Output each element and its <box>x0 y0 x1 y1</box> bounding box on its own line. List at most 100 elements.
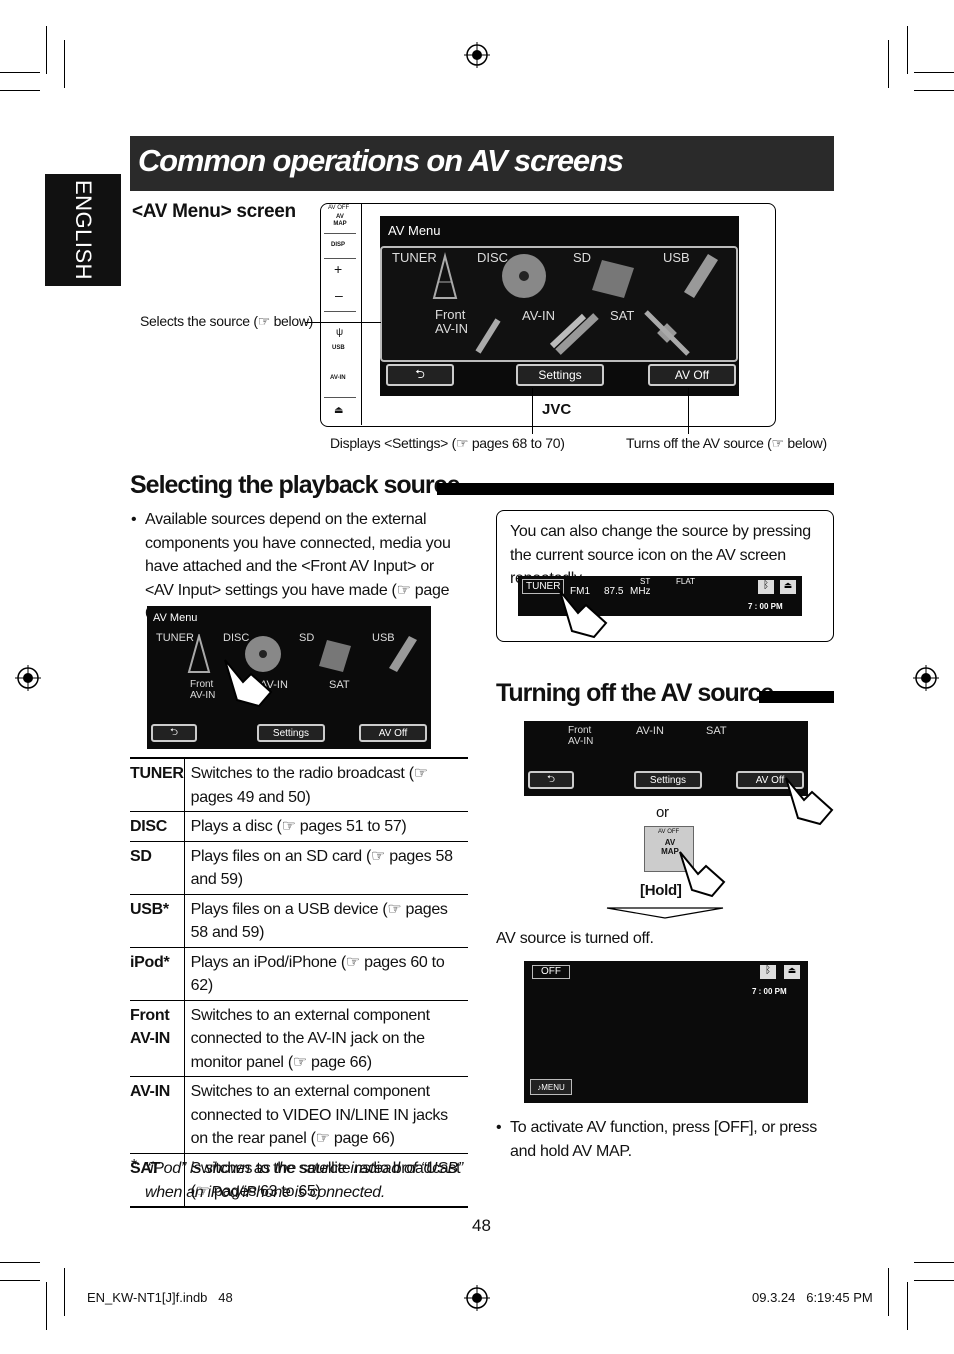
callout-source: Selects the source (☞ below) <box>140 313 314 329</box>
disc-icon <box>502 254 546 298</box>
av-off-button[interactable]: AV Off <box>359 724 427 742</box>
screen-title: AV Menu <box>153 612 198 624</box>
source-avin[interactable]: AV-IN <box>522 308 555 323</box>
page-title: Common operations on AV screens <box>138 143 624 178</box>
settings-button[interactable]: Settings <box>634 771 702 789</box>
disc-icon <box>245 636 281 672</box>
av-off-screen: OFF ᛒ ⏏ 7 : 00 PM ♪MENU <box>524 961 808 1103</box>
source-disc[interactable]: DISC <box>223 632 250 644</box>
flat-label: FLAT <box>676 577 695 586</box>
source-disc[interactable]: DISC <box>477 250 509 265</box>
bullet-marker: • <box>496 1119 502 1136</box>
bullet-marker: • <box>131 511 137 528</box>
back-button[interactable]: ⮌ <box>528 771 574 789</box>
source-sat[interactable]: SAT <box>329 679 350 691</box>
page-number: 48 <box>472 1216 491 1235</box>
device-side-panel: AV OFF AV MAP DISP + – ψ USB AV-IN ⏏ <box>320 203 362 425</box>
back-button[interactable]: ⮌ <box>151 724 197 742</box>
source-front-avin[interactable]: Front AV-IN <box>435 307 468 336</box>
eject-icon[interactable]: ⏏ <box>784 965 800 979</box>
source-button[interactable]: TUNER <box>522 579 565 594</box>
bluetooth-icon[interactable]: ᛒ <box>760 965 776 979</box>
crop-mark <box>907 26 908 74</box>
volume-down-button[interactable]: – <box>335 287 343 303</box>
table-row: iPod*Plays an iPod/iPhone (☞ pages 60 to… <box>130 947 468 1000</box>
heading-rule <box>437 483 834 495</box>
callout-settings: Displays <Settings> (☞ pages 68 to 70) <box>330 435 565 451</box>
divider <box>324 311 356 312</box>
rca-icon <box>550 313 599 355</box>
source-tuner[interactable]: TUNER <box>392 250 437 265</box>
menu-label: MENU <box>541 1082 565 1092</box>
registration-mark-icon <box>15 665 41 691</box>
settings-button[interactable]: Settings <box>516 364 604 386</box>
source-desc: Plays files on an SD card (☞ pages 58 an… <box>190 847 453 889</box>
source-usb[interactable]: USB <box>663 250 690 265</box>
source-desc: Switches to an external component connec… <box>190 1083 448 1147</box>
crop-mark <box>0 72 40 73</box>
source-avin[interactable]: AV-IN <box>636 725 664 737</box>
source-sd[interactable]: SD <box>299 632 315 644</box>
menu-button[interactable]: ♪MENU <box>530 1079 572 1095</box>
usb-icon: ψ <box>336 327 344 338</box>
down-arrow-icon <box>606 907 724 919</box>
crop-mark <box>914 1280 954 1281</box>
source-desc: Switches to the radio broadcast (☞ pages… <box>190 765 428 806</box>
crop-mark <box>914 72 954 73</box>
hand-pointer-icon <box>559 590 608 639</box>
av-map-button[interactable]: AV MAP <box>333 214 347 227</box>
av-off-button[interactable]: AV Off <box>648 364 736 386</box>
satellite-icon <box>644 310 690 356</box>
source-tuner[interactable]: TUNER <box>156 632 194 644</box>
callout-line <box>532 388 533 434</box>
source-desc: Plays a disc (☞ pages 51 to 57) <box>190 818 407 835</box>
divider <box>324 397 356 398</box>
footer-date: 09.3.24 6:19:45 PM <box>752 1290 873 1305</box>
source-key: Front AV-IN <box>130 1000 185 1077</box>
screen-title: AV Menu <box>388 223 441 238</box>
source-front-avin[interactable]: Front AV-IN <box>568 725 594 747</box>
usb-stick-icon <box>684 254 718 298</box>
back-button[interactable]: ⮌ <box>386 364 454 386</box>
bluetooth-icon[interactable]: ᛒ <box>758 580 774 594</box>
off-button[interactable]: OFF <box>532 965 570 979</box>
eject-icon[interactable]: ⏏ <box>780 580 796 594</box>
source-usb[interactable]: USB <box>372 632 395 644</box>
sd-card-icon <box>319 640 351 672</box>
source-desc: Switches to an external component connec… <box>190 1006 430 1071</box>
callout-line <box>688 388 689 434</box>
tip-box <box>496 510 834 642</box>
source-desc: Plays files on a USB device (☞ pages 58 … <box>190 900 448 942</box>
source-sat[interactable]: SAT <box>610 308 635 323</box>
source-sd[interactable]: SD <box>573 250 592 265</box>
crop-mark <box>64 40 65 88</box>
crop-mark <box>64 1268 65 1316</box>
disp-button[interactable]: DISP <box>331 242 346 248</box>
clock-label: 7 : 00 PM <box>752 987 787 996</box>
usb-label: USB <box>332 345 345 351</box>
language-tab: ENGLISH <box>45 174 121 286</box>
source-key: iPod* <box>130 947 185 1000</box>
avin-label: AV-IN <box>330 375 346 381</box>
heading-rule <box>759 691 834 703</box>
eject-icon[interactable]: ⏏ <box>334 405 344 416</box>
crop-mark <box>46 26 47 74</box>
clock-label: 7 : 00 PM <box>748 602 783 611</box>
volume-up-button[interactable]: + <box>334 261 343 277</box>
source-key: SAT <box>130 1153 185 1207</box>
registration-mark-icon <box>464 1285 490 1311</box>
footer-file: EN_KW-NT1[J]f.indb 48 <box>87 1290 233 1305</box>
settings-button[interactable]: Settings <box>257 724 325 742</box>
unit-label: MHz <box>630 586 651 597</box>
av-off-label: AV OFF <box>328 205 350 211</box>
hand-pointer-icon <box>224 659 273 708</box>
device-frame <box>320 203 776 427</box>
av-menu-heading: <AV Menu> screen <box>132 201 296 222</box>
source-sat[interactable]: SAT <box>706 725 727 737</box>
source-front-avin[interactable]: Front AV-IN <box>190 679 216 701</box>
